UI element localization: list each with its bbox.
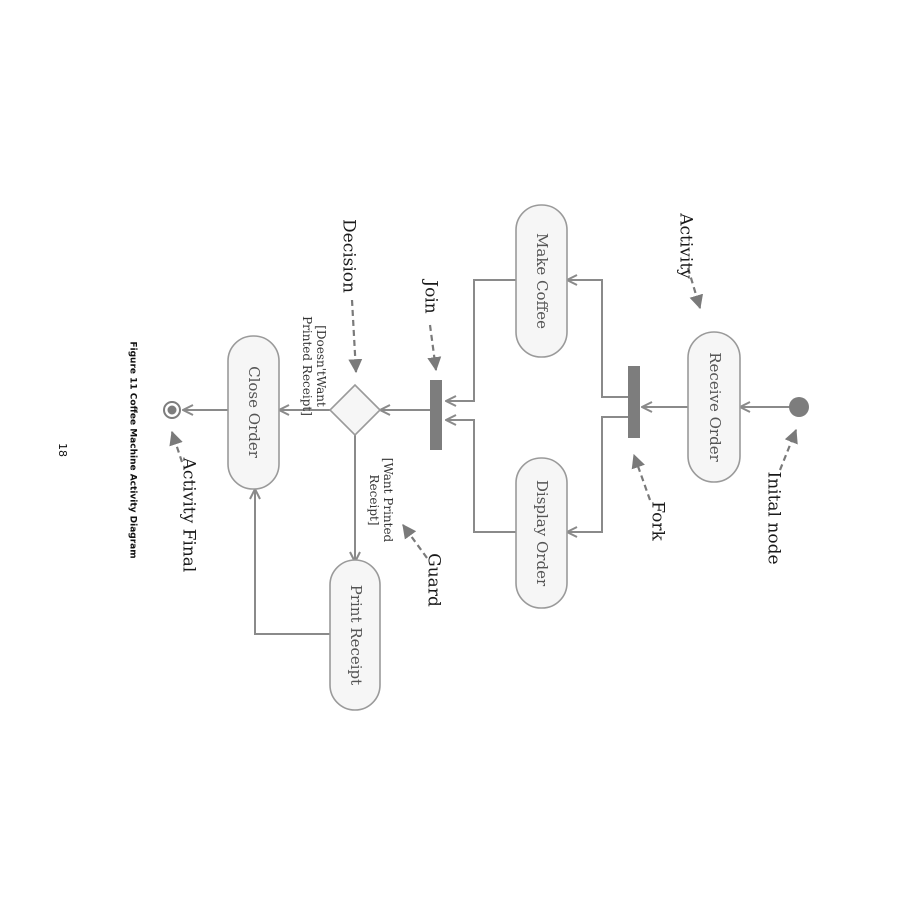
decision-node: [328, 383, 382, 437]
activity-make-coffee: [515, 204, 568, 358]
activity-display-order: [515, 457, 568, 609]
flow-fork-to-make-coffee: [567, 280, 628, 398]
pointer-guard: [402, 524, 428, 559]
annotation-join: Join: [421, 278, 441, 313]
flow-display-order-to-join: [446, 420, 516, 533]
guard-doesnt-want-line1: [Doesn'tWant: [314, 325, 328, 407]
annotation-activity-final: Activity Final: [179, 457, 199, 573]
print-receipt-label: Print Receipt: [347, 585, 365, 685]
initial-node: [789, 397, 809, 417]
join-bar: [430, 380, 442, 450]
guard-want-line2: Receipt]: [367, 475, 381, 526]
pointer-join: [427, 324, 442, 372]
activity-receive-order: [687, 331, 741, 483]
guard-want: [Want Printed Receipt]: [367, 458, 395, 543]
flow-print-receipt-to-close-order: [255, 489, 330, 635]
make-coffee-label: Make Coffee: [533, 233, 551, 329]
annotation-fork: Fork: [648, 501, 668, 541]
guard-doesnt-want: [Doesn'tWant Printed Receipt]: [300, 316, 328, 416]
annotation-guard: Guard: [424, 553, 444, 607]
annotation-activity: Activity: [676, 212, 696, 279]
pointer-decision: [348, 299, 363, 374]
page-number: 18: [56, 443, 69, 457]
pointer-activity: [686, 267, 704, 310]
activity-final-node-inner: [167, 405, 177, 415]
flow-fork-to-display-order: [567, 416, 628, 532]
figure-caption: Figure 11 Coffee Machine Activity Diagra…: [128, 341, 138, 558]
fork-bar: [628, 366, 640, 438]
pointer-fork: [631, 453, 652, 501]
activity-close-order: [227, 335, 280, 490]
close-order-label: Close Order: [245, 366, 263, 459]
display-order-label: Display Order: [533, 480, 551, 587]
pointer-activity-final: [169, 430, 184, 463]
guard-doesnt-want-line2: Printed Receipt]: [300, 316, 314, 416]
annotation-initial-node: Inital node: [764, 471, 784, 564]
receive-order-label: Receive Order: [706, 352, 724, 462]
activity-print-receipt: [329, 559, 381, 711]
flow-make-coffee-to-join: [446, 279, 516, 401]
annotation-decision: Decision: [339, 219, 359, 293]
guard-want-line1: [Want Printed: [381, 458, 395, 543]
pointer-initial-node: [778, 428, 798, 471]
